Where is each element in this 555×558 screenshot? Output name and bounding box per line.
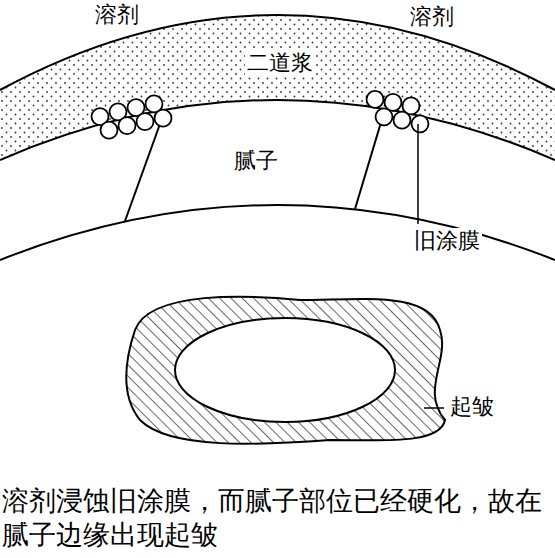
solvent-molecule [119, 117, 136, 134]
solvent-molecules [92, 91, 429, 139]
inner-curve [0, 205, 555, 260]
solvent-label: 溶剂 [93, 2, 141, 28]
solvent-molecule [412, 115, 429, 132]
outer-curve [0, 15, 555, 90]
defect-label: 起皱 [448, 394, 496, 420]
primer-band [0, 15, 555, 160]
solvent-molecule [394, 112, 411, 129]
wrinkle-ring [126, 297, 445, 444]
layer-label: 腻子 [232, 148, 280, 174]
layer-label: 二道浆 [245, 50, 315, 76]
solvent-label: 溶剂 [408, 4, 456, 30]
solvent-molecule [137, 113, 154, 130]
solvent-molecule [376, 108, 393, 125]
solvent-molecule [101, 122, 118, 139]
caption: 溶剂浸蚀旧涂膜，而腻子部位已经硬化，故在腻子边缘出现起皱 [2, 484, 553, 552]
solvent-molecule [367, 91, 384, 108]
leader-line [424, 407, 444, 409]
leader-line [417, 124, 419, 224]
solvent-molecule [155, 110, 172, 127]
layer-label: 旧涂膜 [412, 228, 482, 254]
